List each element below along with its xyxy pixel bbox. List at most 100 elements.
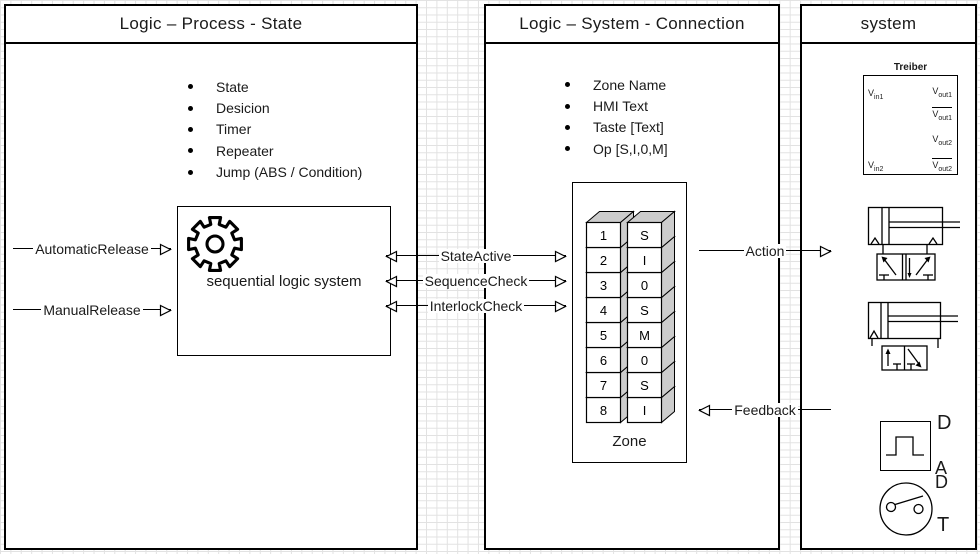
bullet-icon [188, 148, 193, 154]
pin-vout2-neg: Vout2 [932, 158, 952, 173]
label-analog: A [935, 458, 948, 478]
pin-vin1: Vin1 [868, 88, 884, 101]
arrow-state-active: StateActive [385, 249, 567, 263]
panel-process-body: State Desicion Timer Repeater Jump (ABS … [6, 44, 416, 548]
arrowhead-right-icon [159, 243, 172, 255]
zone-cell-text: M [639, 328, 650, 343]
zone-cell-text: I [643, 253, 647, 268]
pin-vout2: Vout2 [932, 134, 952, 147]
arrow-action: Action [698, 244, 832, 258]
label-digital-mid: D [935, 472, 948, 492]
panel-connection-title: Logic – System - Connection [486, 6, 778, 44]
arrow-label: Action [743, 243, 787, 259]
pin-vin2: Vin2 [868, 160, 884, 173]
list-item: Op [S,I,0,M] [565, 138, 668, 159]
zone-cell-text: 2 [600, 253, 607, 268]
label-digital-top: D [937, 412, 952, 434]
zone-cell-text: I [643, 403, 647, 418]
connection-bullet-list: Zone Name HMI Text Taste [Text] Op [S,I,… [565, 74, 668, 160]
panel-connection-body: Zone Name HMI Text Taste [Text] Op [S,I,… [486, 44, 778, 548]
zone-cell-text: S [640, 228, 649, 243]
arrowhead-left-icon [385, 300, 398, 312]
arrow-label: SequenceCheck [422, 273, 530, 289]
bullet-icon [188, 84, 193, 90]
arrow-feedback: Feedback [698, 403, 832, 417]
cube-front-face [626, 396, 663, 424]
arrow-label: ManualRelease [41, 302, 143, 318]
bullet-icon [565, 124, 570, 130]
bullet-text: Zone Name [593, 76, 667, 93]
zone-cell-text: 6 [600, 353, 607, 368]
treiber-label: Treiber [893, 62, 928, 73]
arrow-label: AutomaticRelease [33, 241, 151, 257]
list-item: HMI Text [565, 95, 668, 116]
zone-cell-text: 5 [600, 328, 607, 343]
arrowhead-right-icon [554, 300, 567, 312]
arrowhead-right-icon [819, 245, 832, 257]
arrow-sequence-check: SequenceCheck [385, 274, 567, 288]
zone-cell-text: 8 [600, 403, 607, 418]
panel-system-body: Treiber Vin1 Vin2 Vout1 Vout1 Vout2 Vout… [802, 44, 975, 548]
list-item: Timer [188, 119, 362, 140]
list-item: Jump (ABS / Condition) [188, 162, 362, 183]
cube-front-face [585, 396, 622, 424]
bullet-text: Repeater [216, 142, 274, 159]
zone-cell-text: 3 [600, 278, 607, 293]
zone-cell-text: 0 [641, 278, 648, 293]
zone-cell-text: S [640, 303, 649, 318]
zone-cell-text: 1 [600, 228, 607, 243]
pin-vout1-neg: Vout1 [932, 107, 952, 122]
pulse-step-box [880, 421, 931, 471]
arrowhead-left-icon [698, 404, 711, 416]
bullet-text: Desicion [216, 100, 270, 117]
cube-front-face [585, 246, 622, 274]
zone-cell-text: 4 [600, 303, 607, 318]
cube-front-face [626, 371, 663, 399]
sequential-logic-label: sequential logic system [206, 273, 362, 290]
cube-front-face [585, 346, 622, 374]
cube-front-face [626, 296, 663, 324]
gear-icon [187, 216, 243, 272]
panel-connection: Logic – System - Connection Zone Name HM… [484, 4, 780, 550]
zone-cell-text: 0 [641, 353, 648, 368]
cube-front-face [626, 346, 663, 374]
treiber-box: Vin1 Vin2 Vout1 Vout1 Vout2 Vout2 [863, 75, 958, 175]
bullet-icon [565, 103, 570, 109]
arrow-manual-release: ManualRelease [12, 303, 172, 317]
bullet-text: Jump (ABS / Condition) [216, 164, 363, 181]
panel-system: system Treiber Vin1 Vin2 Vout1 Vout1 Vou… [800, 4, 977, 550]
list-item: Zone Name [565, 74, 668, 95]
zone-cell-text: S [640, 378, 649, 393]
cylinder-valve-1-icon [867, 206, 960, 281]
bullet-text: Taste [Text] [593, 119, 664, 136]
cylinder-valve-2-icon [867, 301, 958, 371]
list-item: Taste [Text] [565, 117, 668, 138]
pin-vout1: Vout1 [932, 86, 952, 99]
arrow-label: InterlockCheck [427, 298, 525, 314]
arrow-label: StateActive [438, 248, 514, 264]
bullet-text: State [216, 78, 249, 95]
cube-front-face [626, 246, 663, 274]
cube-front-face [626, 221, 663, 249]
arrowhead-left-icon [385, 250, 398, 262]
list-item: Repeater [188, 140, 362, 161]
arrow-label: Feedback [732, 402, 798, 418]
bullet-icon [188, 105, 193, 111]
bullet-icon [188, 126, 193, 132]
bullet-text: Timer [216, 121, 252, 138]
panel-process: Logic – Process - State State Desicion T… [4, 4, 418, 550]
arrow-automatic-release: AutomaticRelease [12, 242, 172, 256]
arrowhead-right-icon [554, 275, 567, 287]
panel-system-title: system [802, 6, 975, 44]
switch-icon [879, 482, 933, 536]
list-item: Desicion [188, 97, 362, 118]
sequential-logic-box: sequential logic system [177, 206, 391, 356]
bullet-text: HMI Text [593, 98, 648, 115]
process-bullet-list: State Desicion Timer Repeater Jump (ABS … [188, 76, 362, 183]
arrow-interlock-check: InterlockCheck [385, 299, 567, 313]
panel-process-title: Logic – Process - State [6, 6, 416, 44]
cube-front-face [585, 271, 622, 299]
bullet-icon [565, 82, 570, 88]
